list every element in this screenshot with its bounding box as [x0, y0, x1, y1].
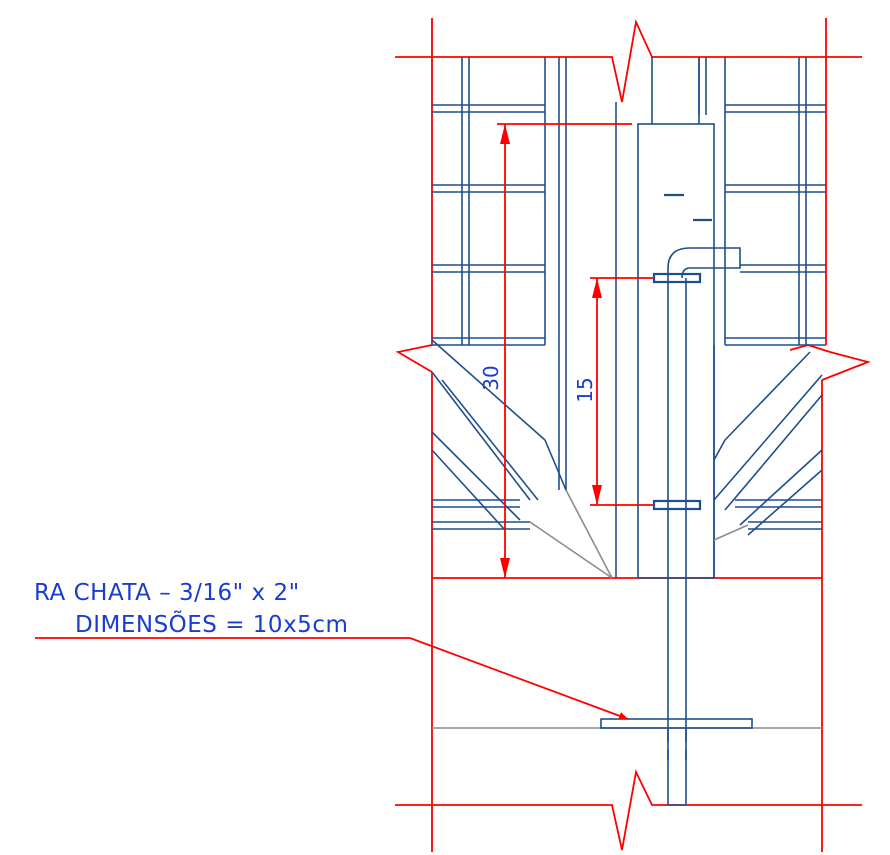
- dim-30-label: 30: [479, 365, 503, 390]
- dimension-30: 30: [479, 123, 632, 578]
- dim-15-label: 15: [573, 377, 597, 402]
- callout-line-1: RA CHATA – 3/16" x 2": [34, 580, 300, 606]
- grating-left: [431, 57, 567, 531]
- top-break-line: [395, 18, 862, 103]
- anchor-rod: [652, 247, 741, 806]
- base-plate: [432, 718, 822, 729]
- callout-line-2: DIMENSÕES = 10x5cm: [75, 609, 348, 638]
- bottom-break-line: [395, 769, 862, 851]
- central-post: [615, 57, 726, 579]
- right-mid-break: [789, 344, 871, 381]
- lower-clamp: [652, 499, 702, 511]
- projection-lines: [529, 489, 749, 579]
- wall-outline: [395, 18, 871, 852]
- dimension-15: 15: [573, 277, 654, 506]
- grating-right: [698, 57, 826, 536]
- upper-clamp: [652, 272, 702, 284]
- left-mid-break: [395, 344, 433, 373]
- callout-leader: [35, 637, 629, 720]
